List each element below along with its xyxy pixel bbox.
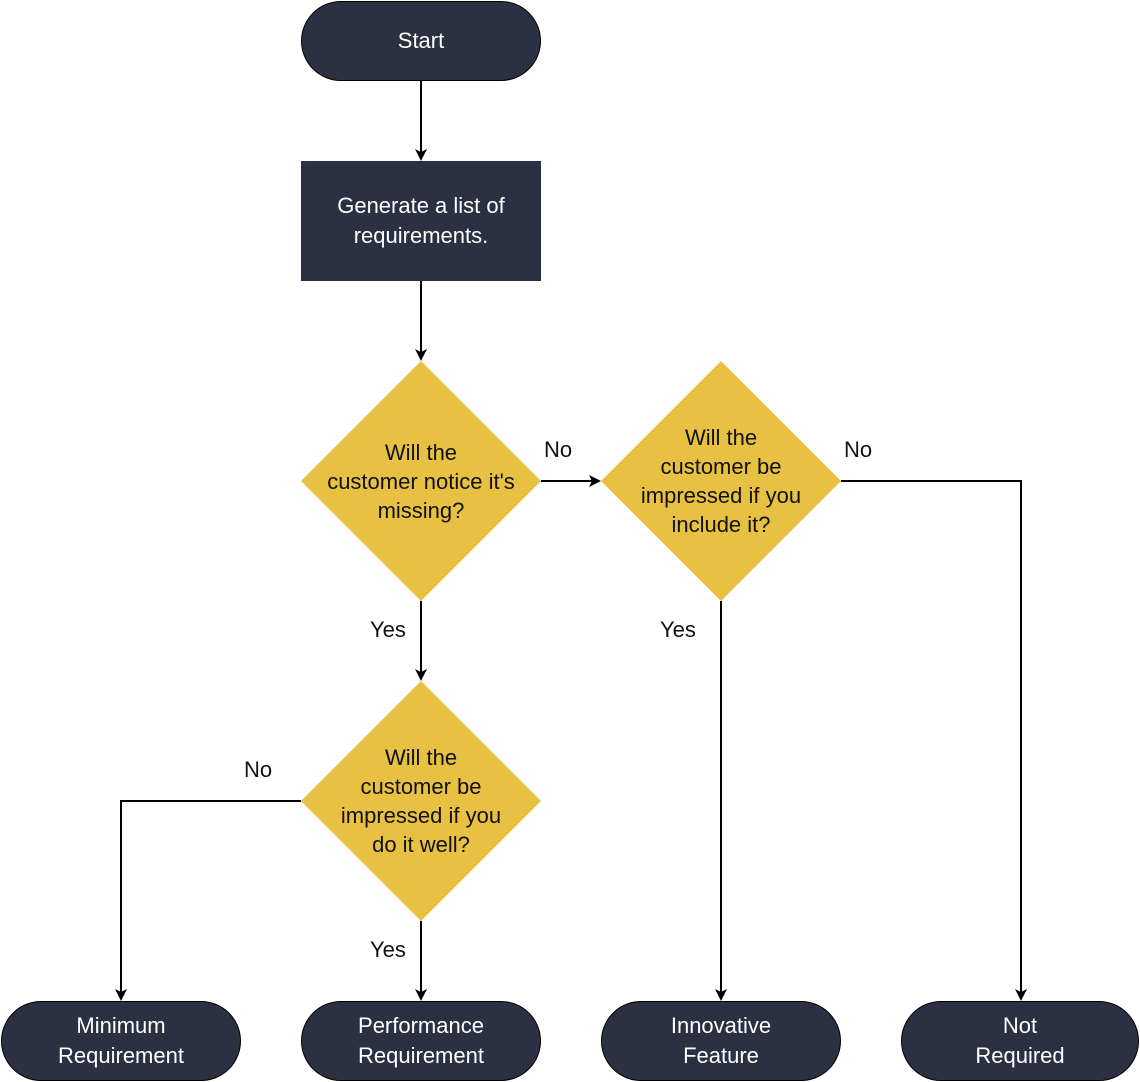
start-node: Start: [301, 1, 541, 81]
decision-include-shape: [601, 361, 841, 601]
decision-notice-text: Will the customer notice it's missing?: [327, 439, 515, 523]
minimum-requirement-node: Minimum Requirement: [1, 1001, 241, 1081]
edge-label-include-no: No: [844, 437, 873, 462]
edge-label-well-yes: Yes: [370, 937, 406, 962]
decision-well-shape: [301, 681, 541, 921]
generate-requirements-node: Generate a list of requirements.: [301, 161, 541, 281]
edge-include-no: [841, 480, 1027, 1001]
edge-well-no: [115, 800, 301, 1001]
decision-well-text: Will the customer be impressed if you do…: [340, 745, 502, 857]
edge-label-notice-no: No: [544, 437, 573, 462]
decision-include-text: Will the customer be impressed if you in…: [640, 425, 802, 537]
decision-notice-shape: [301, 361, 541, 601]
edge-label-notice-yes: Yes: [370, 617, 406, 642]
edge-label-well-no: No: [244, 757, 273, 782]
not-required-node: Not Required: [901, 1001, 1139, 1081]
edge-label-include-yes: Yes: [660, 617, 696, 642]
performance-requirement-node: Performance Requirement: [301, 1001, 541, 1081]
innovative-feature-node: Innovative Feature: [601, 1001, 841, 1081]
